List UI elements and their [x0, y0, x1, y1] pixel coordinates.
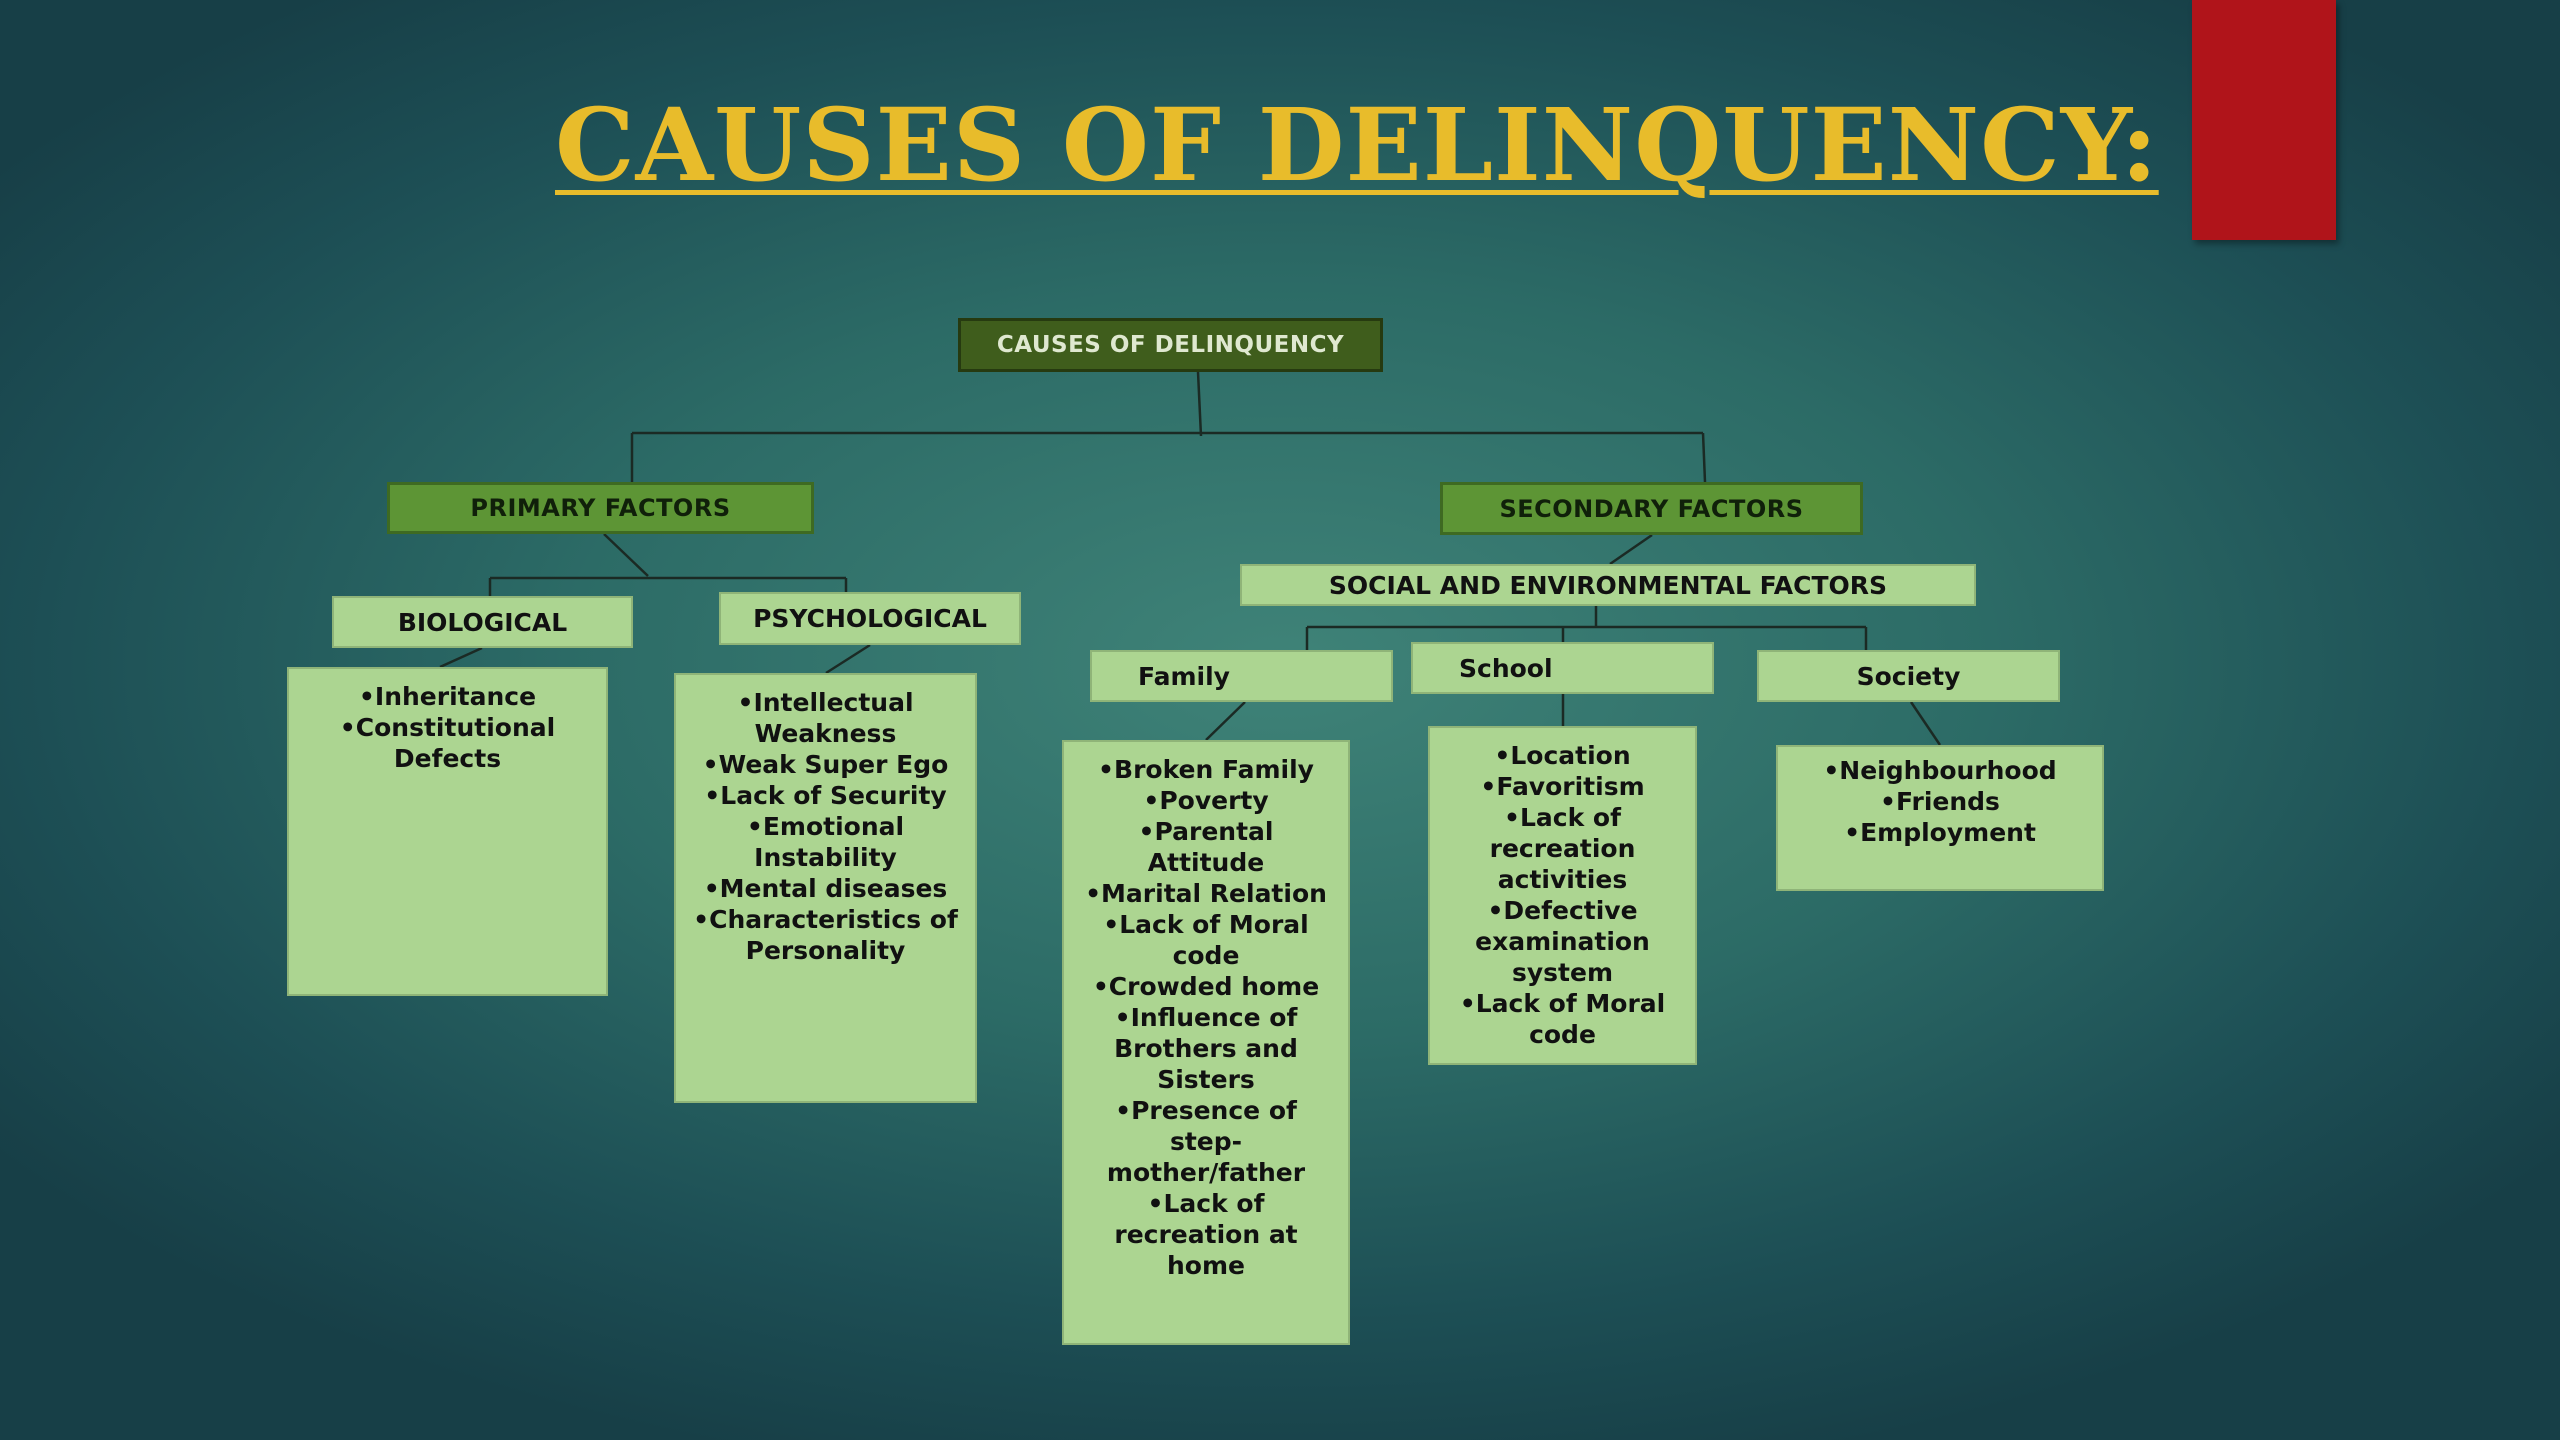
primary-factors-node: PRIMARY FACTORS	[387, 482, 814, 534]
society-node: Society	[1757, 650, 2060, 702]
list-item: Neighbourhood	[1792, 755, 2088, 786]
list-item: Friends	[1792, 786, 2088, 817]
list-item: Broken Family	[1078, 754, 1334, 785]
list-item: Mental diseases	[690, 873, 961, 904]
list-item: Lack of Moral code	[1078, 909, 1334, 971]
school-node: School	[1411, 642, 1714, 694]
list-item: Lack of Moral code	[1444, 988, 1681, 1050]
secondary-factors-node: SECONDARY FACTORS	[1440, 482, 1863, 535]
psychological-node: PSYCHOLOGICAL	[719, 592, 1021, 645]
list-item: Constitutional Defects	[303, 712, 592, 774]
list-item: Poverty	[1078, 785, 1334, 816]
list-item: Crowded home	[1078, 971, 1334, 1002]
list-item: Lack of recreation at home	[1078, 1188, 1334, 1281]
list-item: Inheritance	[303, 681, 592, 712]
root-node: CAUSES OF DELINQUENCY	[958, 318, 1383, 372]
list-item: Characteristics of Personality	[690, 904, 961, 966]
list-item: Lack of recreation activities	[1444, 802, 1681, 895]
list-item: Presence of step-mother/father	[1078, 1095, 1334, 1188]
society-details: Neighbourhood Friends Employment	[1776, 745, 2104, 891]
list-item: Defective examination system	[1444, 895, 1681, 988]
biological-node: BIOLOGICAL	[332, 596, 633, 648]
social-environmental-node: SOCIAL AND ENVIRONMENTAL FACTORS	[1240, 564, 1976, 606]
family-node: Family	[1090, 650, 1393, 702]
red-accent-tab	[2192, 0, 2336, 240]
list-item: Emotional Instability	[690, 811, 961, 873]
list-item: Weak Super Ego	[690, 749, 961, 780]
list-item: Influence of Brothers and Sisters	[1078, 1002, 1334, 1095]
list-item: Location	[1444, 740, 1681, 771]
family-details: Broken Family Poverty Parental Attitude …	[1062, 740, 1350, 1345]
list-item: Employment	[1792, 817, 2088, 848]
list-item: Lack of Security	[690, 780, 961, 811]
psychological-details: Intellectual Weakness Weak Super Ego Lac…	[674, 673, 977, 1103]
list-item: Favoritism	[1444, 771, 1681, 802]
school-details: Location Favoritism Lack of recreation a…	[1428, 726, 1697, 1065]
biological-details: Inheritance Constitutional Defects	[287, 667, 608, 996]
list-item: Parental Attitude	[1078, 816, 1334, 878]
list-item: Intellectual Weakness	[690, 687, 961, 749]
list-item: Marital Relation	[1078, 878, 1334, 909]
